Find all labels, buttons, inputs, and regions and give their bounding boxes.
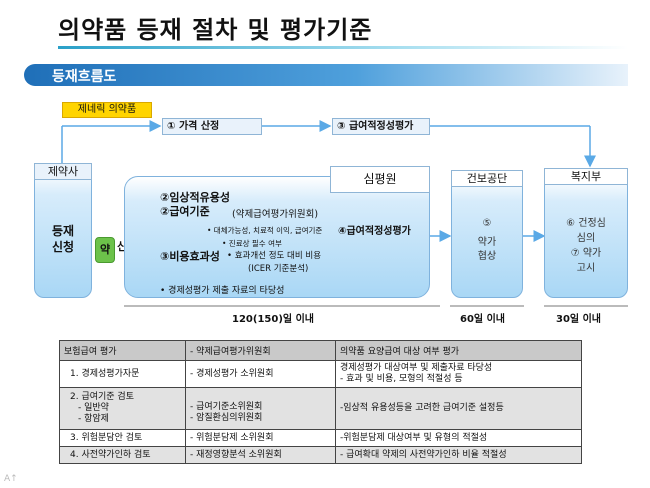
nhis-line1: ⑤ [482, 218, 492, 229]
table-header-row: 보험급여 평가 - 약제급여평가위원회 의약품 요양급여 대상 여부 평가 [59, 340, 582, 361]
nhis-label: 건보공단 [466, 172, 508, 185]
pharma-line2: 신청 [51, 240, 75, 254]
cell-line: 4. 사전약가인하 검토 [70, 449, 151, 460]
nhis-label-box: 건보공단 [451, 170, 523, 187]
table-cell: 3. 위험분담안 검토 [59, 429, 186, 447]
cell-line: - 일반약 [78, 403, 109, 413]
a-up-icon: A↑ [4, 474, 18, 484]
price-calc-text: ① 가격 산정 [167, 121, 220, 132]
hira-label-box: 심평원 [330, 166, 430, 193]
table-cell: -임상적 유용성등을 고려한 급여기준 설정등 [335, 387, 582, 430]
hira-item-criteria: ②급여기준 [160, 205, 210, 218]
cell-line: - 항암제 [78, 414, 109, 424]
pharma-tab-suffix: 신 [117, 240, 128, 253]
benefit-adequacy-top-box: ③ 급여적정성평가 [332, 118, 430, 135]
hira-cost-detail2: (ICER 기준분석) [248, 264, 309, 274]
hira-committee: (약제급여평가위원회) [232, 209, 319, 220]
hira-adequacy: ④급여적정성평가 [338, 226, 411, 237]
table-row: 4. 사전약가인하 검토 - 재정영향분석 소위원회 - 급여확대 약제의 사전… [59, 446, 582, 464]
cell-line: - 위험분담제 소위원회 [190, 432, 274, 443]
generic-medicine-text: 제네릭 의약품 [77, 104, 137, 115]
table-cell: - 위험분담제 소위원회 [185, 429, 336, 447]
pharma-line1: 등재 [51, 224, 75, 238]
table-cell: 경제성평가 대상여부 및 제출자료 타당성- 효과 및 비용, 모형의 적절성 … [335, 360, 582, 388]
hira-tank [124, 176, 430, 298]
table-cell: - 급여기준소위원회 - 암질환심의위원회 [185, 387, 336, 430]
table-header-cell: - 약제급여평가위원회 [185, 340, 336, 361]
pharma-label-box: 제약사 [34, 163, 92, 180]
section-banner: 등재흐름도 [24, 64, 628, 86]
section-label: 등재흐름도 [52, 69, 117, 85]
title-area: 의약품 등재 절차 및 평가기준 [0, 0, 650, 52]
hira-days: 120(150)일 이내 [232, 314, 314, 325]
table-cell: - 재정영향분석 소위원회 [185, 446, 336, 464]
mohw-label-box: 복지부 [544, 168, 628, 185]
table-row: 2. 급여기준 검토 - 일반약 - 항암제 - 급여기준소위원회 - 암질환심… [59, 387, 582, 430]
table-cell: -위험분담제 대상여부 및 유형의 적절성 [335, 429, 582, 447]
table-cell: 1. 경제성평가자문 [59, 360, 186, 388]
table-header-cell: 의약품 요양급여 대상 여부 평가 [335, 340, 582, 361]
hira-detail1: • 대체가능성, 치료적 이익, 급여기준 [207, 226, 323, 235]
cell-line: - 효과 및 비용, 모형의 적절성 등 [340, 374, 463, 384]
mohw-line3: ⑦ 약가 [570, 248, 602, 259]
nhis-line3: 협상 [477, 251, 497, 262]
mohw-label: 복지부 [570, 170, 602, 183]
mohw-line1: ⑥ 건정심 [566, 218, 606, 229]
cell-line: -위험분담제 대상여부 및 유형의 적절성 [340, 432, 488, 443]
nhis-days: 60일 이내 [460, 314, 505, 325]
table-row: 1. 경제성평가자문 - 경제성평가 소위원회 경제성평가 대상여부 및 제출자… [59, 360, 582, 388]
cell-line: - 암질환심의위원회 [190, 413, 263, 423]
benefit-adequacy-top-text: ③ 급여적정성평가 [337, 121, 414, 132]
hira-detail2: • 진료상 필수 여부 [222, 239, 282, 248]
table-header-cell: 보험급여 평가 [59, 340, 186, 361]
table-cell: 4. 사전약가인하 검토 [59, 446, 186, 464]
hira-item-cost: ③비용효과성 [160, 250, 220, 263]
mohw-days: 30일 이내 [556, 314, 601, 325]
price-calc-box: ① 가격 산정 [162, 118, 262, 135]
hira-cost-detail1: • 효과개선 정도 대비 비용 [227, 251, 322, 261]
table-row: 3. 위험분담안 검토 - 위험분담제 소위원회 -위험분담제 대상여부 및 유… [59, 429, 582, 447]
hira-label: 심평원 [363, 172, 397, 186]
cell-line: 2. 급여기준 검토 [70, 392, 134, 402]
title-rule [58, 46, 628, 49]
table-cell: 2. 급여기준 검토 - 일반약 - 항암제 [59, 387, 186, 430]
mohw-line2: 심의 [576, 233, 596, 244]
table-cell: - 급여확대 약제의 사전약가인하 비율 적절성 [335, 446, 582, 464]
cell-line: 3. 위험분담안 검토 [70, 432, 143, 443]
cell-line: - 급여확대 약제의 사전약가인하 비율 적절성 [340, 449, 507, 460]
cell-line: - 급여기준소위원회 [190, 402, 263, 412]
cell-line: 1. 경제성평가자문 [70, 368, 140, 379]
cell-line: - 재정영향분석 소위원회 [190, 449, 282, 460]
page-title: 의약품 등재 절차 및 평가기준 [58, 16, 373, 44]
cell-line: 경제성평가 대상여부 및 제출자료 타당성 [340, 363, 493, 373]
pharma-tab-text: 약 [99, 243, 111, 256]
flow-connectors [61, 120, 628, 307]
criteria-table: 보험급여 평가 - 약제급여평가위원회 의약품 요양급여 대상 여부 평가 1.… [59, 340, 582, 464]
generic-medicine-label: 제네릭 의약품 [62, 102, 152, 118]
pharma-label: 제약사 [47, 165, 79, 178]
cell-line: - 경제성평가 소위원회 [190, 368, 274, 379]
cell-line: -임상적 유용성등을 고려한 급여기준 설정등 [340, 403, 504, 413]
hira-item-clinical: ②임상적유용성 [160, 191, 231, 204]
mohw-line4: 고시 [576, 263, 596, 274]
table-cell: - 경제성평가 소위원회 [185, 360, 336, 388]
nhis-line2: 약가 [477, 237, 497, 248]
pharma-tab: 약 [95, 237, 115, 263]
hira-econ-note: • 경제성평가 제출 자료의 타당성 [160, 286, 285, 296]
